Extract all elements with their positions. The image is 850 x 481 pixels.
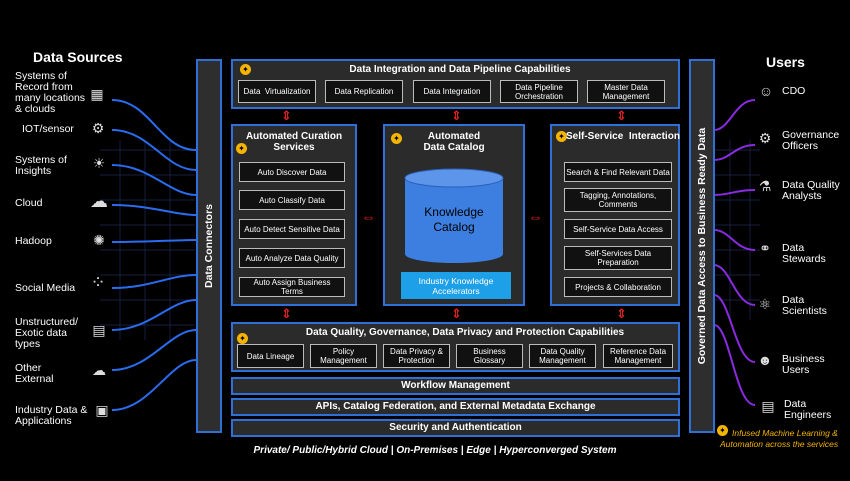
ml-legend-text: Infused Machine Learning & Automation ac… xyxy=(720,428,839,449)
source-label-systems-of-record: Systems of Record from many locations & … xyxy=(15,70,86,115)
data-sources-header: Data Sources xyxy=(33,49,123,65)
quality-title: Data Quality, Governance, Data Privacy a… xyxy=(305,327,625,338)
user-label-governance: Governance Officers xyxy=(782,129,840,152)
selfservice-item-preparation: Self-Services Data Preparation xyxy=(564,246,672,270)
quality-item-privacy: Data Privacy & Protection xyxy=(383,344,450,368)
deployment-footer: Private/ Public/Hybrid Cloud | On-Premis… xyxy=(253,445,617,456)
selfservice-item-tagging: Tagging, Annotations, Comments xyxy=(564,188,672,212)
integration-item-master-data: Master Data Management xyxy=(587,80,665,103)
arrow-catalog-quality: ⇕ xyxy=(451,306,462,321)
source-label-hadoop: Hadoop xyxy=(15,235,52,247)
cdo-icon: ☺ xyxy=(758,83,774,99)
engineer-icon: ▤ xyxy=(761,398,775,414)
user-label-cdo: CDO xyxy=(782,85,806,97)
arrow-integration-catalog: ⇕ xyxy=(451,108,462,123)
source-label-other-external: Other External xyxy=(15,362,54,385)
quality-item-glossary: Business Glossary xyxy=(456,344,523,368)
arrow-catalog-selfservice: ⇔ xyxy=(528,209,543,226)
integration-item-pipeline: Data Pipeline Orchestration xyxy=(500,80,578,103)
integration-item-virtualization: Data Virtualization xyxy=(238,80,316,103)
knowledge-catalog-label: Knowledge Catalog xyxy=(424,205,484,234)
social-media-icon: ⁘ xyxy=(90,272,106,292)
selfservice-item-projects: Projects & Collaboration xyxy=(564,277,672,297)
source-label-cloud: Cloud xyxy=(15,197,43,209)
industry-icon: ▣ xyxy=(95,402,109,418)
quality-item-dq-management: Data Quality Management xyxy=(529,344,596,368)
user-label-data-scientists: Data Scientists xyxy=(782,294,827,317)
governed-access-bar: Governed Data Access to Business Ready D… xyxy=(689,59,715,433)
curation-panel xyxy=(231,124,357,306)
integration-title: Data Integration and Data Pipeline Capab… xyxy=(349,64,571,75)
business-user-icon: ☻ xyxy=(757,352,773,368)
curation-item-sensitive: Auto Detect Sensitive Data xyxy=(239,219,345,239)
ml-bulb-icon: ✦ xyxy=(237,333,248,344)
quality-item-policy: Policy Management xyxy=(310,344,377,368)
arrow-curation-catalog: ⇔ xyxy=(361,209,376,226)
source-label-insights: Systems of Insights xyxy=(15,154,67,177)
industry-accelerators-box: Industry Knowledge Accelerators xyxy=(401,272,511,299)
source-label-iot: IOT/sensor xyxy=(22,123,74,135)
user-label-business-users: Business Users xyxy=(782,353,825,376)
selfservice-item-search: Search & Find Relevant Data xyxy=(564,162,672,182)
steward-icon: ⚭ xyxy=(759,240,771,256)
workflow-management-bar: Workflow Management xyxy=(231,377,680,395)
lightbulb-icon: ☀ xyxy=(92,155,106,171)
security-bar: Security and Authentication xyxy=(231,419,680,437)
iot-sensor-icon: ⚙ xyxy=(91,120,105,136)
source-label-social-media: Social Media xyxy=(15,282,76,294)
ml-bulb-icon: ✦ xyxy=(240,64,251,75)
user-label-data-quality-analysts: Data Quality Analysts xyxy=(782,179,840,202)
ml-bulb-icon: ✦ xyxy=(391,133,402,144)
legend-bulb-icon: ✦ xyxy=(717,425,728,436)
quality-item-reference-data: Reference Data Management xyxy=(603,344,673,368)
curation-item-quality: Auto Analyze Data Quality xyxy=(239,248,345,268)
governance-icon: ⚙ xyxy=(758,130,772,146)
integration-item-integration: Data Integration xyxy=(413,80,491,103)
knowledge-catalog-cylinder xyxy=(404,168,504,263)
external-icon: ☁ xyxy=(92,362,106,378)
user-label-data-engineers: Data Engineers xyxy=(784,398,832,421)
user-label-data-stewards: Data Stewards xyxy=(782,242,826,265)
hadoop-icon: ✺ xyxy=(93,232,105,248)
catalog-title: Automated Data Catalog xyxy=(423,131,485,153)
ml-bulb-icon: ✦ xyxy=(556,131,567,142)
cloud-icon: ☁ xyxy=(90,191,108,211)
data-connectors-label: Data Connectors xyxy=(203,203,215,289)
ml-bulb-icon: ✦ xyxy=(236,143,247,154)
selfservice-item-access: Self-Service Data Access xyxy=(564,219,672,239)
source-label-industry: Industry Data & Applications xyxy=(15,404,88,427)
curation-item-business-terms: Auto Assign Business Terms xyxy=(239,277,345,297)
apis-federation-bar: APIs, Catalog Federation, and External M… xyxy=(231,398,680,416)
arrow-selfservice-quality: ⇕ xyxy=(616,306,627,321)
analyst-icon: ⚗ xyxy=(758,178,772,194)
quality-item-lineage: Data Lineage xyxy=(237,344,304,368)
curation-title: Automated Curation Services xyxy=(245,131,343,153)
server-icon: ▦ xyxy=(90,86,104,102)
users-header: Users xyxy=(766,54,805,70)
governed-access-label: Governed Data Access to Business Ready D… xyxy=(696,127,708,365)
integration-item-replication: Data Replication xyxy=(325,80,403,103)
selfservice-title: Self-Service Interaction xyxy=(566,131,680,142)
scientist-icon: ⚛ xyxy=(758,296,772,312)
arrow-curation-quality: ⇕ xyxy=(281,306,292,321)
curation-item-classify: Auto Classify Data xyxy=(239,190,345,210)
printer-icon: ▤ xyxy=(92,322,106,338)
source-label-unstructured: Unstructured/ Exotic data types xyxy=(15,316,79,350)
arrow-integration-curation: ⇕ xyxy=(281,108,292,123)
selfservice-panel xyxy=(550,124,680,306)
arrow-integration-selfservice: ⇕ xyxy=(616,108,627,123)
data-connectors-bar: Data Connectors xyxy=(196,59,222,433)
curation-item-discover: Auto Discover Data xyxy=(239,162,345,182)
